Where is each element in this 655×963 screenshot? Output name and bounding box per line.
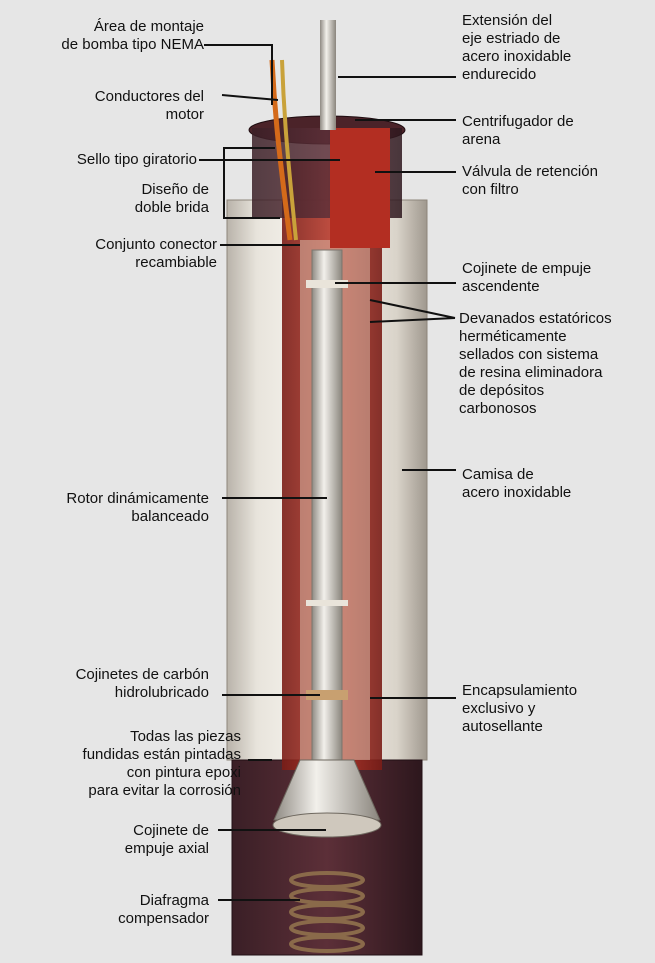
label-conductores: Conductores del motor (95, 88, 204, 124)
label-eje: Extensión del eje estriado de acero inox… (462, 12, 571, 84)
leader-devanados-1 (369, 299, 456, 319)
label-centrifugador-line: Centrifugador de (462, 113, 574, 130)
label-devanados-line: sellados con sistema (459, 346, 599, 363)
label-brida: Diseño de doble brida (135, 181, 209, 217)
label-encapsulamiento-line: autosellante (462, 718, 543, 735)
label-axial-line: empuje axial (124, 840, 209, 857)
label-devanados-line: herméticamente (459, 328, 567, 345)
label-nema-line: Área de montaje (93, 18, 204, 35)
label-devanados-line: Devanados estatóricos (459, 310, 612, 327)
label-eje-line: eje estriado de (462, 30, 561, 47)
leader-devanados-2 (369, 317, 456, 323)
label-axial-line: Cojinete de (133, 822, 209, 839)
label-epoxi: Todas las piezas fundidas están pintadas… (83, 728, 241, 800)
label-brida-line: Diseño de (141, 181, 209, 198)
label-sello: Sello tipo giratorio (77, 151, 197, 169)
leader-lines (199, 44, 456, 901)
label-nema-line: de bomba tipo NEMA (61, 36, 204, 53)
label-diafragma-line: compensador (118, 910, 209, 927)
label-epoxi-line: para evitar la corrosión (88, 782, 241, 799)
label-conector-line: recambiable (135, 254, 217, 271)
label-nema: Área de montaje de bomba tipo NEMA (61, 18, 204, 54)
label-valvula-line: Válvula de retención (462, 163, 598, 180)
label-devanados: Devanados estatóricos herméticamente sel… (459, 310, 612, 418)
label-valvula: Válvula de retención con filtro (462, 163, 598, 199)
label-conductores-line: motor (165, 106, 204, 123)
label-devanados-line: de resina eliminadora (459, 364, 603, 381)
rotor-shaft (311, 249, 343, 761)
label-carbon-line: hidrolubricado (114, 684, 209, 701)
leader-brida (223, 147, 280, 219)
label-valvula-line: con filtro (462, 181, 519, 198)
label-ascendente: Cojinete de empuje ascendente (462, 260, 591, 296)
label-eje-line: Extensión del (462, 12, 553, 29)
label-ascendente-line: ascendente (462, 278, 540, 295)
label-sello-line: Sello tipo giratorio (76, 151, 197, 168)
label-camisa-line: acero inoxidable (462, 484, 572, 501)
label-eje-line: acero inoxidable (462, 48, 572, 65)
label-diafragma-line: Diafragma (139, 892, 209, 909)
label-devanados-line: de depósitos (459, 382, 545, 399)
leader-conductores (221, 94, 279, 101)
motor-leads (269, 59, 293, 241)
leader-nema (204, 44, 273, 105)
label-epoxi-line: Todas las piezas (130, 728, 241, 745)
label-camisa-line: Camisa de (462, 466, 534, 483)
label-rotor-line: balanceado (131, 508, 209, 525)
label-encapsulamiento-line: exclusivo y (462, 700, 536, 717)
label-encapsulamiento-line: Encapsulamiento (462, 682, 578, 699)
label-centrifugador: Centrifugador de arena (462, 113, 574, 149)
label-brida-line: doble brida (134, 199, 209, 216)
label-encapsulamiento: Encapsulamiento exclusivo y autosellante (462, 682, 577, 736)
label-rotor: Rotor dinámicamente balanceado (66, 490, 209, 526)
label-axial: Cojinete de empuje axial (125, 822, 209, 858)
label-conductores-line: Conductores del (94, 88, 204, 105)
thrust-cone (273, 759, 381, 821)
label-conector-line: Conjunto conector (95, 236, 217, 253)
shaft-extension (320, 20, 336, 130)
label-camisa: Camisa de acero inoxidable (462, 466, 571, 502)
label-centrifugador-line: arena (462, 131, 501, 148)
label-diafragma: Diafragma compensador (118, 892, 209, 928)
diaphragm-spring (289, 871, 365, 953)
label-rotor-line: Rotor dinámicamente (66, 490, 209, 507)
label-devanados-line: carbonosos (459, 400, 537, 417)
label-eje-line: endurecido (462, 66, 537, 83)
label-conector: Conjunto conector recambiable (95, 236, 217, 272)
label-ascendente-line: Cojinete de empuje (462, 260, 592, 277)
label-epoxi-line: fundidas están pintadas (82, 746, 241, 763)
label-carbon: Cojinetes de carbón hidrolubricado (76, 666, 209, 702)
label-carbon-line: Cojinetes de carbón (75, 666, 209, 683)
label-epoxi-line: con pintura epoxi (126, 764, 241, 781)
